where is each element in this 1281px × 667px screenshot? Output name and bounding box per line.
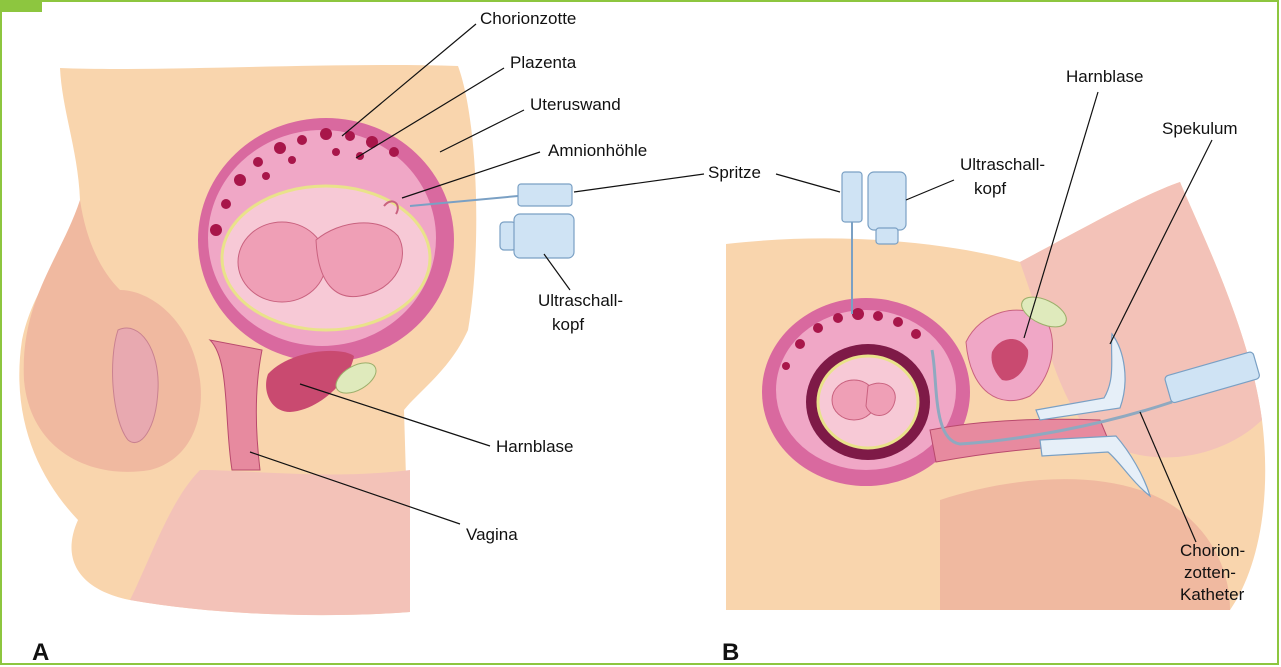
panel-a-label-harnblase: Harnblase [496, 437, 574, 456]
panel-b-label-spekulum: Spekulum [1162, 119, 1238, 138]
panel-b-label: B [722, 639, 739, 666]
panel-a-label-chorionzotte: Chorionzotte [480, 9, 576, 28]
panel-a-label-ultraschall-line2: kopf [552, 315, 584, 334]
frame-corner-tab [0, 0, 42, 12]
panel-a-label: A [32, 639, 49, 666]
panel-a-label-plazenta: Plazenta [510, 53, 577, 72]
panel-a-label-ultraschall-line1: Ultraschall- [538, 291, 623, 310]
panel-a-label-uteruswand: Uteruswand [530, 95, 621, 114]
panel-b-label-katheter-line1: Chorion- [1180, 541, 1245, 560]
panel-b-label-harnblase: Harnblase [1066, 67, 1144, 86]
panel-b-label-ultraschall-line2: kopf [974, 179, 1006, 198]
panel-b-label-ultraschall-line1: Ultraschall- [960, 155, 1045, 174]
panel-b-fetus [832, 380, 895, 420]
panel-a-label-amnionhoehle: Amnionhöhle [548, 141, 647, 160]
panel-b-label-katheter-line3: Katheter [1180, 585, 1245, 604]
panel-b-label-katheter-line2: zotten- [1184, 563, 1236, 582]
label-spritze: Spritze [708, 163, 761, 182]
panel-a-label-vagina: Vagina [466, 525, 518, 544]
